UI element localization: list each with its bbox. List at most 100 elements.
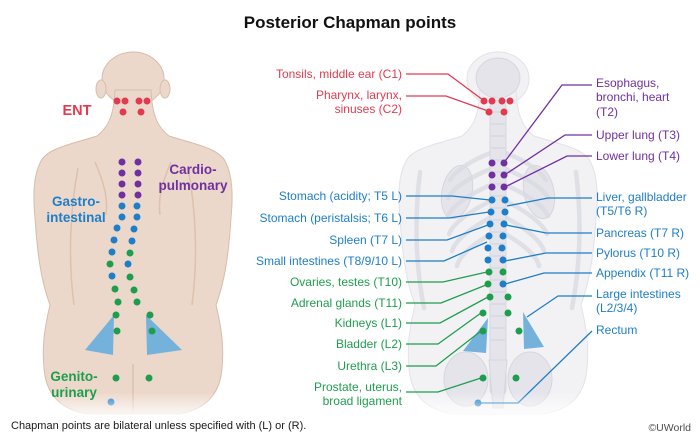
chapman-point-genito [479,309,487,317]
chapman-point-cardio [500,159,508,167]
chapman-point-gastro [501,208,509,216]
label-stomach-acidity: Stomach (acidity; T5 L) [278,189,402,203]
chapman-point-gastro [118,202,126,210]
credit: ©UWorld [648,422,691,434]
chapman-point-gastro [499,280,507,288]
large-intestine-triangles [85,312,544,355]
chapman-point-gastro [485,232,493,240]
label-kidneys: Kidneys (L1) [334,316,402,330]
chapman-point-ent [480,97,488,105]
chapman-point-gastro [501,196,509,204]
chapman-point-gastro [499,256,507,264]
chapman-point-gastro [487,208,495,216]
chapman-point-gastro [500,220,508,228]
chapman-point-cardio [488,159,496,167]
chapman-point-genito [130,286,138,294]
chapman-point-cardio [488,183,496,191]
chapman-point-genito [479,327,487,335]
chapman-point-cardio [134,158,142,166]
chapman-point-gastro [133,213,141,221]
system-label-gastro-intestinal: Gastro- intestinal [46,194,106,225]
chapman-point-ent [498,97,506,105]
chapman-point-dots [106,97,523,407]
skeleton-figure [398,51,598,415]
chapman-point-genito [504,293,512,301]
chapman-point-genito [111,285,119,293]
vertebrae-ticks [491,111,505,341]
chapman-point-genito [133,298,141,306]
chapman-point-genito [112,311,120,319]
chapman-point-genito [479,374,487,382]
chapman-point-genito [113,327,121,335]
chapman-point-ent [506,97,514,105]
chapman-point-ent [135,97,143,105]
chapman-point-genito [512,374,520,382]
chapman-point-ent [121,97,129,105]
chapman-point-genito [484,280,492,288]
label-prostate-uterus-broad-ligament: Prostate, uterus, broad ligament [313,380,402,409]
chapman-point-gastro [113,224,121,232]
label-ovaries-testes: Ovaries, testes (T10) [289,275,402,289]
system-label-genito-urinary: Genito- urinary [50,369,98,400]
label-bladder: Bladder (L2) [335,337,402,351]
label-tonsils-middle-ear: Tonsils, middle ear (C1) [275,67,402,81]
chapman-point-genito [504,309,512,317]
chapman-point-gastro [130,225,138,233]
label-appendix: Appendix (T11 R) [596,266,690,280]
chapman-point-gastro [484,256,492,264]
chapman-point-cardio [134,191,142,199]
page-title: Posterior Chapman points [243,13,457,32]
footnote: Chapman points are bilateral unless spec… [11,420,307,432]
chapman-point-genito [126,249,134,257]
chapman-point-ent [500,108,508,116]
chapman-point-genito [485,268,493,276]
label-pylorus: Pylorus (T10 R) [596,246,681,260]
chapman-point-gastro [484,244,492,252]
label-rectum: Rectum [596,323,638,337]
chapman-point-genito [145,374,153,382]
label-pharynx-larynx-sinuses: Pharynx, larynx, sinuses (C2) [315,88,402,117]
chapman-point-cardio [134,180,142,188]
label-upper-lung: Upper lung (T3) [596,128,681,142]
chapman-point-cardio [118,169,126,177]
label-urethra: Urethra (L3) [337,359,402,373]
chapman-point-cardio [500,171,508,179]
chapman-point-gastro [488,196,496,204]
chapman-point-gastro [124,260,132,268]
chapman-point-genito [146,311,154,319]
chapman-point-cardio [500,183,508,191]
chapman-point-ent [488,97,496,105]
label-small-intestines: Small intestines (T8/9/10 L) [255,254,402,268]
label-large-intestines: Large intestines (L2/3/4) [596,287,681,316]
chapman-point-genito [112,374,120,382]
chapman-point-gastro [128,237,136,245]
chapman-point-genito [114,298,122,306]
label-esophagus-bronchi-heart: Esophagus, bronchi, heart (T2) [596,76,670,119]
chapman-point-ent [113,97,121,105]
chapman-point-genito [148,327,156,335]
chapman-point-ent [137,108,145,116]
system-label-cardio-pulmonary: Cardio- pulmonary [158,162,228,193]
chapman-point-cardio [134,169,142,177]
chapman-point-cardio [118,191,126,199]
chapman-point-genito [126,273,134,281]
chapman-point-gastro [108,272,116,280]
chapman-point-gastro [118,213,126,221]
chapman-point-ent [119,108,127,116]
label-pancreas: Pancreas (T7 R) [596,226,685,240]
chapman-point-ent [143,97,151,105]
system-label-ent: ENT [62,103,92,119]
chapman-point-gastro [110,236,118,244]
label-spleen: Spleen (T7 L) [329,233,402,247]
chapman-point-gastro [486,220,494,228]
label-adrenal-glands: Adrenal glands (T11) [290,296,402,310]
label-lower-lung: Lower lung (T4) [596,149,681,163]
chapman-point-genito [106,260,114,268]
chapman-point-gastro [499,232,507,240]
chapman-point-gastro [498,244,506,252]
chapman-point-ent [485,108,493,116]
chapman-point-cardio [118,158,126,166]
label-stomach-peristalsis: Stomach (peristalsis; T6 L) [259,211,403,225]
